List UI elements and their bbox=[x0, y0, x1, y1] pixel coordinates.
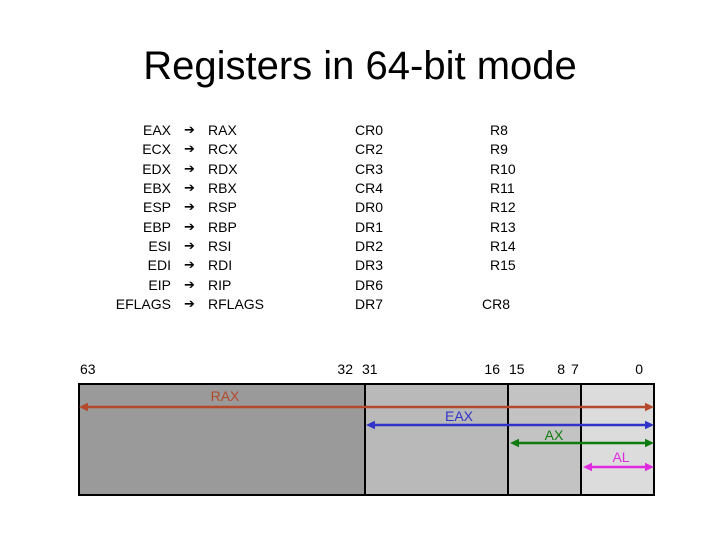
register-32bit-name: EBX bbox=[142, 180, 171, 197]
control-debug-register: CR0 bbox=[355, 122, 384, 138]
control-debug-register: DR3 bbox=[355, 257, 384, 274]
register-mapping-row: ECX ➔ RCX bbox=[113, 140, 303, 159]
maps-to-arrow-icon: ➔ bbox=[184, 200, 195, 216]
bit-field-15-8 bbox=[509, 385, 583, 494]
bit-label-31: 31 bbox=[362, 361, 378, 377]
extended-register: R9 bbox=[490, 141, 508, 158]
control-debug-register: CR2 bbox=[355, 141, 384, 158]
spacer-row bbox=[482, 276, 516, 295]
bit-label-15: 15 bbox=[509, 361, 525, 377]
span-arrow-label-ax: AX bbox=[544, 427, 564, 443]
register-mapping-list: EAX ➔ RAX ECX ➔ RCX EDX ➔ RDX EBX ➔ RBX ESP ➔ RSP EBP ➔ R… bbox=[113, 121, 303, 314]
bit-field-31-16 bbox=[365, 385, 510, 494]
register-64bit-name: RFLAGS bbox=[208, 296, 265, 313]
register-mapping-row: EBX ➔ RBX bbox=[113, 179, 303, 198]
bit-field-63-32 bbox=[80, 385, 366, 494]
register-mapping-row: EBP ➔ RBP bbox=[113, 218, 303, 237]
slide-title: Registers in 64-bit mode bbox=[143, 44, 577, 88]
extended-register: R10 bbox=[490, 160, 516, 177]
register-64bit-name: RSP bbox=[208, 199, 237, 216]
maps-to-arrow-icon: ➔ bbox=[184, 181, 195, 197]
register-64bit-name: RSI bbox=[208, 238, 232, 255]
register-32bit-name: EBP bbox=[142, 218, 171, 235]
extended-register: R12 bbox=[490, 199, 516, 216]
extended-register: CR8 bbox=[482, 296, 511, 313]
bit-label-32: 32 bbox=[337, 361, 353, 377]
bit-field-7-0 bbox=[582, 385, 653, 494]
register-32bit-name: EDI bbox=[147, 257, 171, 274]
control-debug-register: DR1 bbox=[355, 218, 384, 235]
control-debug-register: DR2 bbox=[355, 238, 384, 255]
register-mapping-row: EAX ➔ RAX bbox=[113, 121, 303, 140]
register-32bit-name: ESI bbox=[148, 238, 171, 255]
register-64bit-name: RDI bbox=[208, 257, 233, 274]
register-32bit-name: EAX bbox=[142, 122, 171, 138]
control-debug-register: DR6 bbox=[355, 276, 384, 293]
bit-label-63: 63 bbox=[80, 361, 96, 377]
control-debug-register: CR3 bbox=[355, 160, 384, 177]
register-64bit-name: RIP bbox=[208, 276, 232, 293]
bit-label-16: 16 bbox=[484, 361, 500, 377]
register-mapping-row: EDX ➔ RDX bbox=[113, 160, 303, 179]
maps-to-arrow-icon: ➔ bbox=[184, 123, 195, 138]
extended-register: R8 bbox=[490, 122, 508, 138]
register-mapping-row: ESI ➔ RSI bbox=[113, 237, 303, 256]
extended-register: R15 bbox=[490, 257, 516, 274]
register-32bit-name: EFLAGS bbox=[115, 296, 171, 313]
register-64bit-name: RCX bbox=[208, 141, 238, 158]
bit-label-7: 7 bbox=[571, 361, 579, 377]
register-mapping-row: EFLAGS ➔ RFLAGS bbox=[113, 295, 303, 314]
register-bit-diagram bbox=[78, 383, 655, 496]
maps-to-arrow-icon: ➔ bbox=[184, 219, 195, 235]
register-mapping-row: EDI ➔ RDI bbox=[113, 256, 303, 275]
register-64bit-name: RAX bbox=[208, 122, 237, 138]
register-64bit-name: RDX bbox=[208, 160, 238, 177]
register-64bit-name: RBP bbox=[208, 218, 237, 235]
span-arrow-label-eax: EAX bbox=[444, 408, 474, 424]
bit-label-0: 0 bbox=[635, 361, 643, 377]
maps-to-arrow-icon: ➔ bbox=[184, 258, 195, 274]
control-debug-register: DR0 bbox=[355, 199, 384, 216]
maps-to-arrow-icon: ➔ bbox=[184, 277, 195, 293]
register-32bit-name: ECX bbox=[142, 141, 171, 158]
control-debug-register: DR7 bbox=[355, 296, 384, 313]
register-32bit-name: EIP bbox=[148, 276, 171, 293]
extended-register: R14 bbox=[490, 238, 516, 255]
bit-label-8: 8 bbox=[557, 361, 565, 377]
register-64bit-name: RBX bbox=[208, 180, 237, 197]
maps-to-arrow-icon: ➔ bbox=[184, 239, 195, 255]
extended-register: R13 bbox=[490, 218, 516, 235]
maps-to-arrow-icon: ➔ bbox=[184, 142, 195, 158]
control-debug-register: CR4 bbox=[355, 180, 384, 197]
extended-register: R11 bbox=[490, 180, 515, 197]
register-32bit-name: EDX bbox=[142, 160, 171, 177]
register-mapping-row: ESP ➔ RSP bbox=[113, 198, 303, 217]
register-32bit-name: ESP bbox=[142, 199, 171, 216]
maps-to-arrow-icon: ➔ bbox=[184, 297, 195, 313]
span-arrow-label-rax: RAX bbox=[210, 388, 240, 404]
register-mapping-row: EIP ➔ RIP bbox=[113, 276, 303, 295]
maps-to-arrow-icon: ➔ bbox=[184, 161, 195, 177]
span-arrow-label-al: AL bbox=[612, 449, 630, 465]
